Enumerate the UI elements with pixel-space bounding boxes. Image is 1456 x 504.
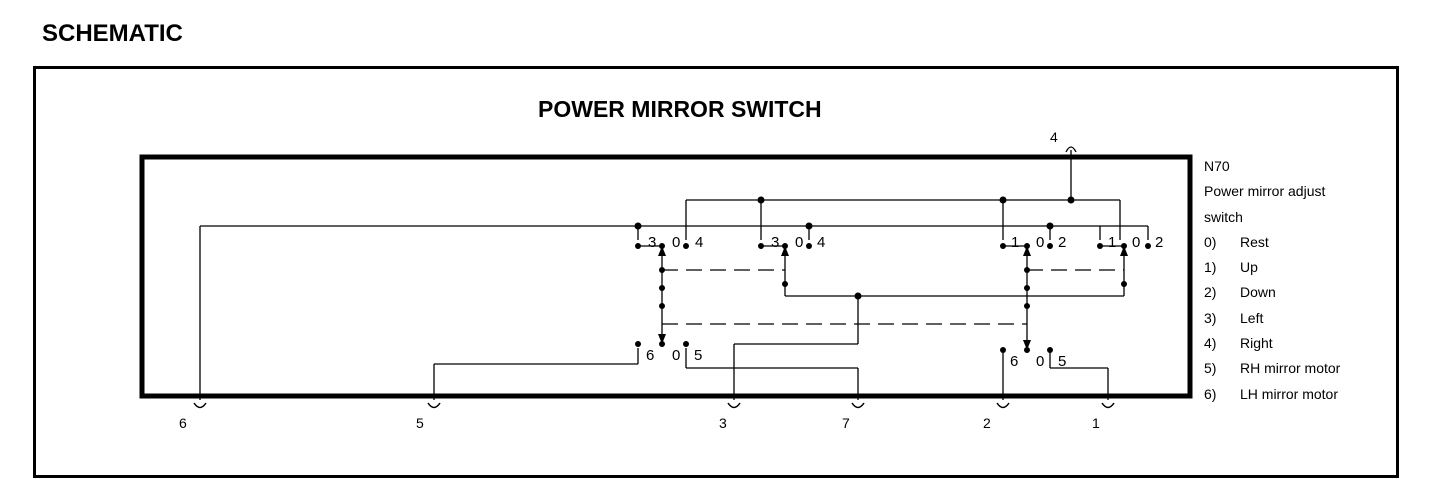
terminal-pin7: [851, 402, 865, 409]
wiper-arrow: [1023, 340, 1031, 350]
contact-dot: [1047, 347, 1053, 353]
diagram-frame: [33, 66, 1399, 478]
contact-label: 5: [1058, 353, 1066, 370]
junction-dot: [1121, 281, 1127, 287]
junction-dot: [757, 196, 765, 204]
bottom-pin-label: 1: [1092, 415, 1100, 431]
contact-dot: [758, 243, 764, 249]
terminal-pin5: [427, 402, 441, 409]
junction-dot: [999, 196, 1007, 204]
component-legend: N70 Power mirror adjust switch 0)Rest 1)…: [1204, 154, 1340, 407]
junction-dot: [1024, 285, 1030, 291]
bottom-pin-label: 7: [842, 415, 850, 431]
wiper-arrow: [1023, 246, 1031, 256]
contact-label: 4: [695, 234, 703, 251]
junction-dot: [1024, 267, 1030, 273]
junction-dot: [659, 267, 665, 273]
bottom-pin-label: 2: [983, 415, 991, 431]
junction-dot: [805, 222, 813, 230]
contact-label: 2: [1155, 234, 1163, 251]
contact-label: 0: [1036, 234, 1044, 251]
diagram-title: POWER MIRROR SWITCH: [538, 96, 822, 122]
junction-dot: [1046, 222, 1054, 230]
wiper-arrow: [1120, 246, 1128, 256]
contact-dot: [1047, 243, 1053, 249]
switch-housing: [139, 154, 1193, 399]
contact-dot: [1145, 243, 1151, 249]
legend-item: 1)Up: [1204, 259, 1258, 276]
bottom-pin-label: 3: [719, 415, 727, 431]
contact-label: 6: [1010, 353, 1018, 370]
junction-dot: [1067, 196, 1075, 204]
contact-label: 0: [672, 347, 680, 364]
terminal-pin6: [193, 402, 207, 409]
top-pin-label: 4: [1050, 129, 1058, 145]
terminal-pin2: [996, 402, 1010, 409]
contact-label: 4: [817, 234, 825, 251]
wiper-arrow: [658, 246, 666, 256]
contact-dot: [1000, 347, 1006, 353]
junction-dot: [634, 222, 642, 230]
junction-dot: [1024, 303, 1030, 309]
contact-dot: [1000, 243, 1006, 249]
contact-label: 3: [648, 234, 656, 251]
junction-dot: [782, 281, 788, 287]
contact-label: 0: [795, 234, 803, 251]
legend-item: 4)Right: [1204, 335, 1273, 352]
contact-label: 1: [1108, 234, 1116, 251]
component-id: N70: [1204, 158, 1230, 174]
terminal-pin3: [727, 402, 741, 409]
contact-label: 1: [1011, 234, 1019, 251]
pin4-terminal: [1065, 146, 1077, 153]
junction-dot: [854, 292, 862, 300]
contact-dot: [683, 243, 689, 249]
bottom-pin-label: 5: [416, 415, 424, 431]
schematic-heading: SCHEMATIC: [42, 20, 183, 47]
contact-dot: [683, 341, 689, 347]
contact-label: 2: [1058, 234, 1066, 251]
contact-dot: [806, 243, 812, 249]
legend-item: 2)Down: [1204, 284, 1276, 301]
contact-label: 0: [672, 234, 680, 251]
legend-item: 5)RH mirror motor: [1204, 360, 1341, 377]
terminal-pin1: [1101, 402, 1115, 409]
legend-item: 0)Rest: [1204, 233, 1269, 250]
contact-label: 5: [694, 347, 702, 364]
wiper-arrow: [658, 334, 666, 344]
contact-label: 3: [771, 234, 779, 251]
contact-label: 0: [1132, 234, 1140, 251]
contact-dot: [1097, 243, 1103, 249]
junction-dot: [659, 285, 665, 291]
contact-dot: [635, 243, 641, 249]
contact-label: 0: [1036, 353, 1044, 370]
contact-label: 6: [646, 347, 654, 364]
wiper-arrow: [781, 246, 789, 256]
legend-item: 6)LH mirror motor: [1204, 385, 1339, 402]
contact-dot: [635, 341, 641, 347]
legend-item: 3)Left: [1204, 309, 1264, 326]
bottom-pin-label: 6: [179, 415, 187, 431]
component-name-line1: Power mirror adjust: [1204, 183, 1326, 200]
component-name-line2: switch: [1204, 208, 1243, 225]
junction-dot: [659, 303, 665, 309]
